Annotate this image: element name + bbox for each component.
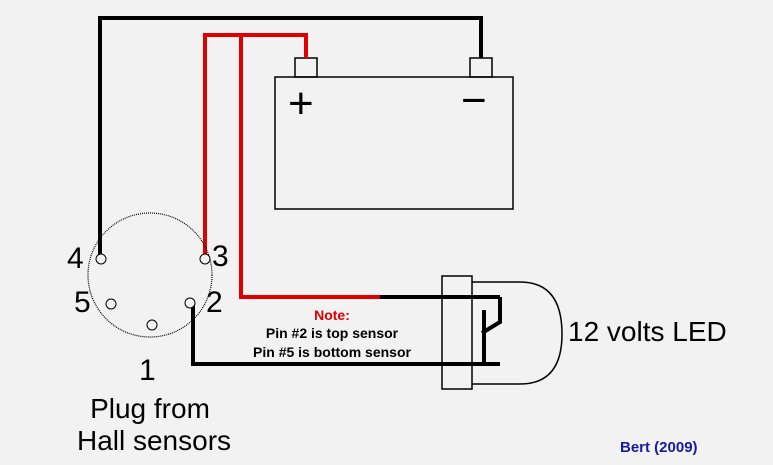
plug-pin-3	[199, 253, 211, 265]
wire-pin3-to-positive	[203, 33, 308, 257]
note-title: Note:	[314, 307, 350, 323]
note-line1: Pin #2 is top sensor	[266, 325, 399, 341]
led-base	[441, 275, 473, 390]
battery-terminal-positive	[294, 57, 318, 78]
pin-label-1: 1	[139, 354, 156, 387]
plug-caption-line2: Hall sensors	[77, 425, 231, 456]
plug-pin-1	[146, 319, 158, 331]
wire-positive-to-led	[239, 35, 380, 299]
battery-body	[274, 76, 514, 210]
led-internal-lead-top	[480, 297, 502, 335]
note-line2: Pin #5 is bottom sensor	[253, 344, 411, 360]
led-dome	[472, 281, 563, 385]
plug-pin-2	[184, 297, 196, 309]
credit-label: Bert (2009)	[620, 439, 698, 456]
wire-pin2-to-led	[191, 304, 500, 366]
battery-plus-symbol: +	[288, 79, 314, 128]
pin-label-5: 5	[74, 286, 91, 319]
pin-label-2: 2	[206, 286, 223, 319]
wire-pin4-to-negative	[98, 16, 483, 257]
plug-caption-line1: Plug from	[90, 393, 210, 424]
led-label: 12 volts LED	[568, 316, 727, 347]
battery-minus-symbol: −	[461, 76, 487, 125]
pin-label-3: 3	[212, 240, 229, 273]
plug-outline	[87, 212, 213, 338]
pin-label-4: 4	[67, 242, 84, 275]
plug-pin-5	[105, 298, 117, 310]
plug-pin-4	[95, 253, 107, 265]
battery-terminal-negative	[469, 57, 493, 78]
